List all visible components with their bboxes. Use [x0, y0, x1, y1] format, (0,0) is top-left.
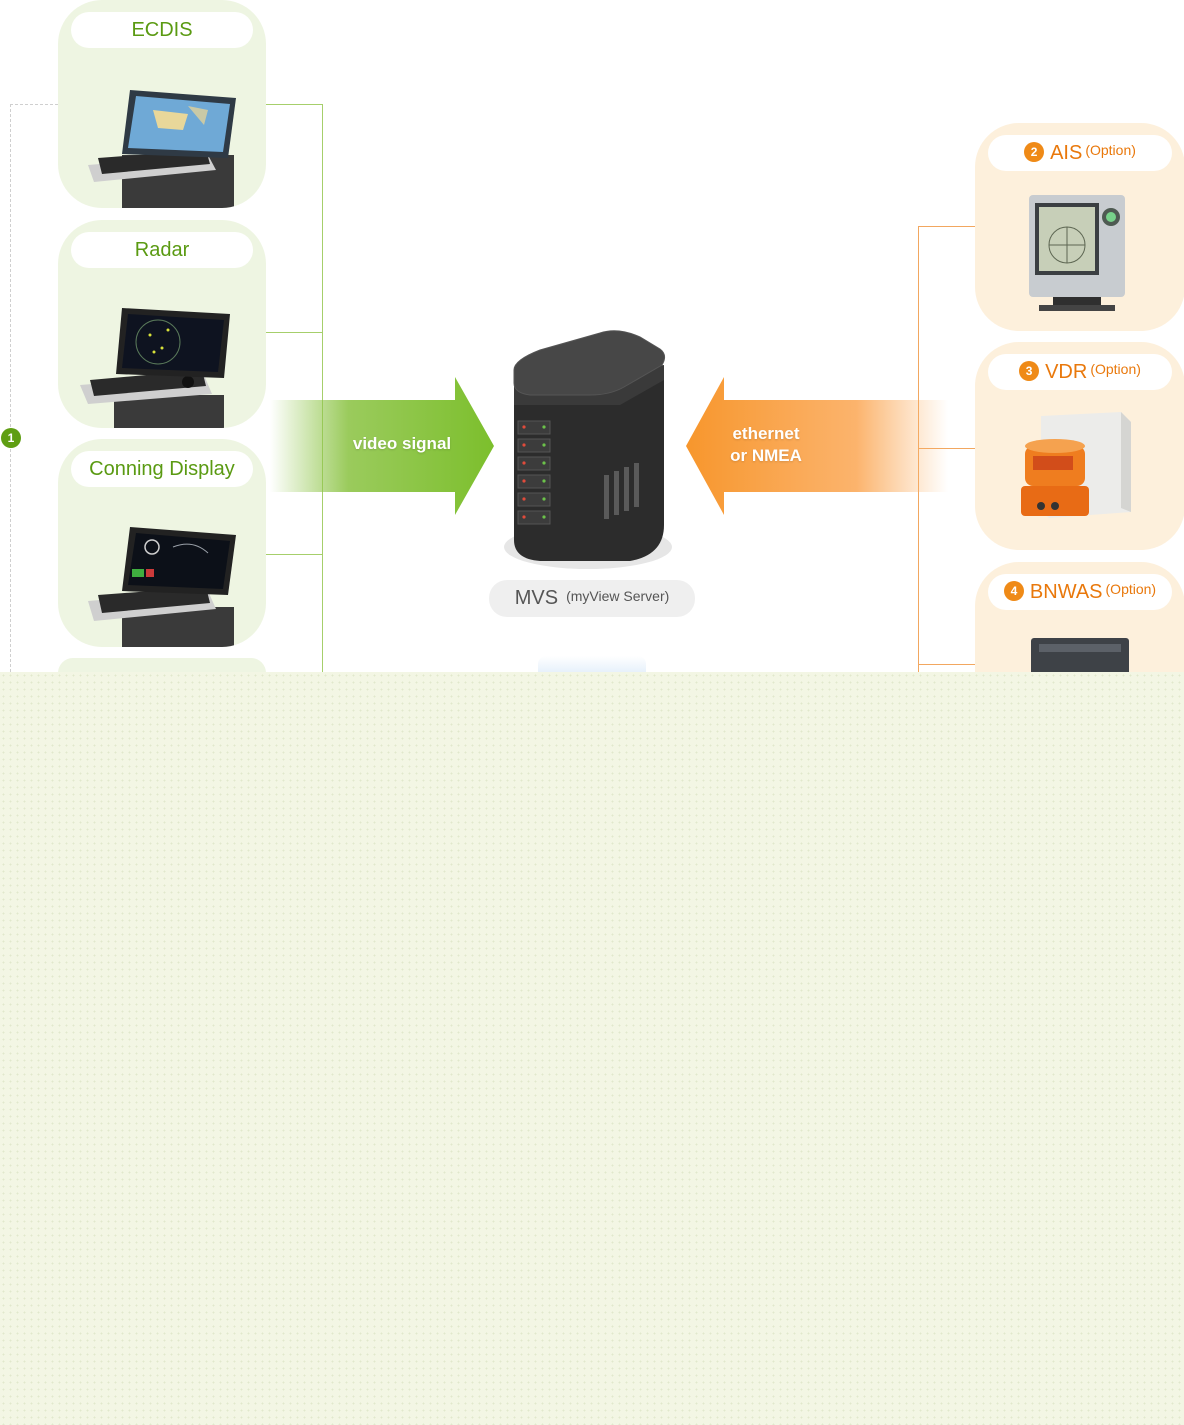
conning-console-image	[88, 527, 236, 647]
device-title: Conning Display	[71, 451, 253, 487]
green-link-radar	[265, 332, 323, 333]
device-name: VDR	[1045, 361, 1088, 383]
device-card-ecdis[interactable]: ECDIS	[58, 0, 266, 208]
device-name: AIS	[1050, 142, 1083, 164]
device-card-partial	[58, 658, 266, 672]
video-signal-arrow	[270, 377, 494, 515]
server-label: MVS (myView Server)	[489, 580, 695, 617]
bottom-node-stub	[538, 656, 646, 672]
device-badge: 3	[1019, 360, 1040, 381]
orange-link-bnwas	[918, 664, 976, 665]
server-subtitle: (myView Server)	[566, 588, 670, 604]
video-signal-label: video signal	[352, 434, 452, 453]
green-link-conning	[265, 554, 323, 555]
device-badge: 2	[1024, 141, 1045, 162]
ais-unit-image	[1029, 195, 1125, 311]
dashed-group-connector	[10, 104, 58, 105]
green-bus-line	[322, 104, 323, 672]
server-vent	[604, 463, 639, 519]
device-card-radar[interactable]: Radar	[58, 220, 266, 428]
ethernet-nmea-label: ethernet or NMEA	[716, 423, 816, 467]
green-link-ecdis	[265, 104, 323, 105]
option-tag: (Option)	[1085, 142, 1136, 158]
device-card-conning-display[interactable]: Conning Display	[58, 439, 266, 647]
ethernet-nmea-arrow	[686, 377, 948, 515]
dashed-group-line	[10, 104, 11, 672]
dotted-background	[0, 672, 1184, 1425]
server-name: MVS	[514, 587, 559, 609]
device-badge: 4	[1003, 580, 1024, 601]
device-title: ECDIS	[71, 12, 253, 48]
orange-link-ais	[918, 226, 976, 227]
ecdis-console-image	[88, 90, 236, 208]
ethernet-label-line2: or NMEA	[730, 446, 802, 465]
option-tag: (Option)	[1090, 361, 1141, 377]
server-icon	[504, 330, 672, 569]
device-name: BNWAS	[1029, 581, 1103, 603]
diagram-area: 1 ECDIS Radar Conning Display	[0, 0, 1184, 672]
vdr-unit-image	[1021, 412, 1131, 518]
ethernet-label-line1: ethernet	[732, 424, 800, 443]
option-tag: (Option)	[1105, 581, 1157, 597]
radar-console-image	[80, 308, 230, 428]
group-badge: 1	[1, 428, 21, 448]
server-drive-bays	[517, 420, 551, 525]
device-title: Radar	[71, 232, 253, 268]
bnwas-unit-image	[1031, 638, 1129, 672]
